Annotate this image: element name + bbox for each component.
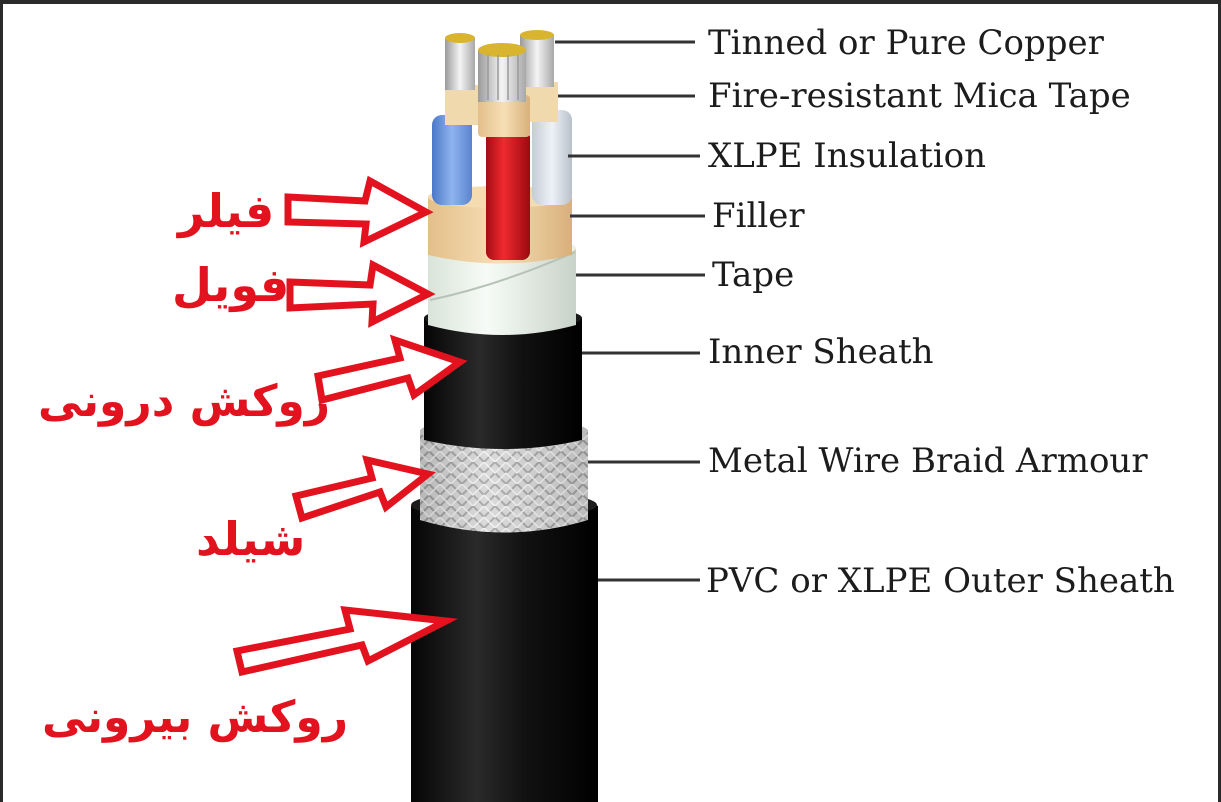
- window-frame-top: [0, 0, 1221, 4]
- arrow-shield: [291, 455, 436, 523]
- label-outer-sheath: PVC or XLPE Outer Sheath: [706, 561, 1175, 601]
- label-mica-tape: Fire-resistant Mica Tape: [708, 76, 1131, 116]
- arrow-foil: [286, 259, 436, 328]
- outer-sheath-layer: [411, 490, 598, 802]
- arrow-outer-sheath: [232, 605, 458, 677]
- label-armour: Metal Wire Braid Armour: [708, 441, 1148, 481]
- label-copper: Tinned or Pure Copper: [708, 23, 1104, 63]
- mica-tape: [445, 82, 558, 137]
- window-frame-left: [0, 0, 3, 802]
- label-xlpe-insulation: XLPE Insulation: [708, 136, 987, 176]
- fa-label-outer-sheath: روکش بیرونی: [42, 692, 349, 743]
- window-frame-right: [1218, 0, 1221, 802]
- leader-lines: [555, 40, 705, 582]
- fa-label-filler: فیلر: [178, 184, 275, 238]
- annotation-arrows: [232, 175, 468, 677]
- arrow-filler: [284, 175, 434, 248]
- fa-label-shield: شیلد: [196, 512, 306, 566]
- copper-conductors: [445, 30, 554, 102]
- insulated-cores: [432, 110, 572, 260]
- label-inner-sheath: Inner Sheath: [708, 332, 934, 372]
- fa-label-inner-sheath: روکش درونی: [38, 376, 331, 427]
- label-filler: Filler: [712, 196, 805, 236]
- label-tape: Tape: [712, 255, 795, 295]
- fa-label-foil: فویل: [172, 258, 290, 312]
- arrow-inner-sheath: [314, 334, 468, 405]
